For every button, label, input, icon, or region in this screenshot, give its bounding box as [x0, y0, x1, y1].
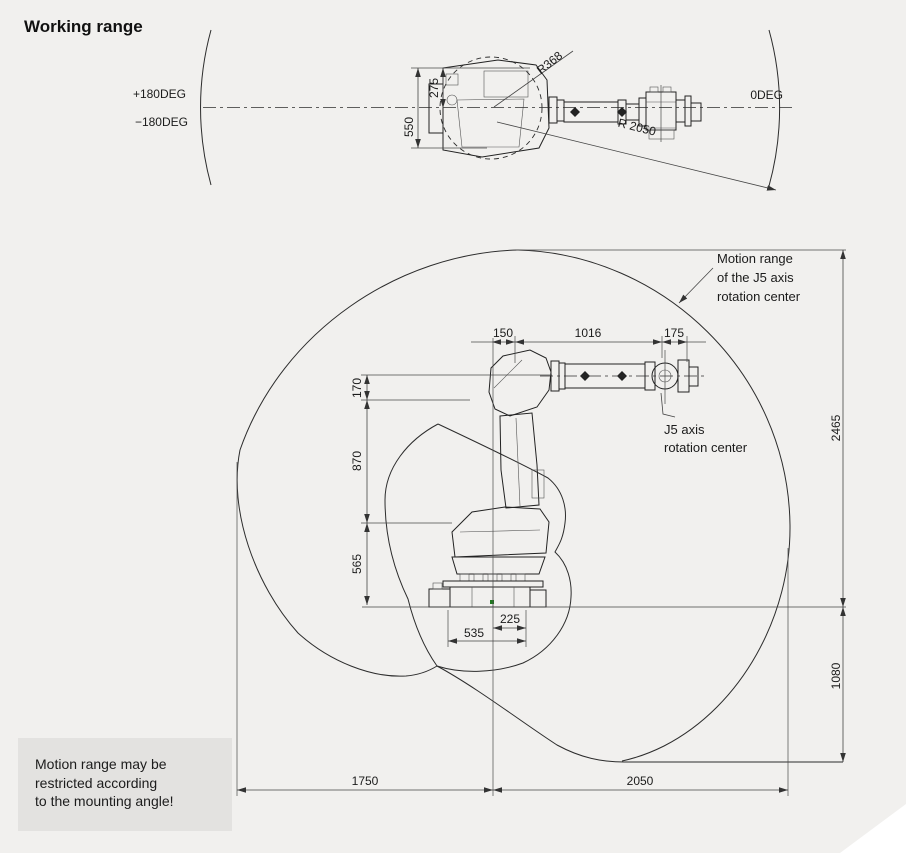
motion-range-label-line2: of the J5 axis	[717, 270, 794, 285]
dim-870-label: 870	[350, 451, 364, 471]
label-0deg: 0DEG	[750, 88, 783, 102]
dim-170-label: 170	[350, 378, 364, 398]
motion-range-leader-line	[678, 267, 714, 304]
dim-150-label: 150	[493, 326, 513, 340]
page-corner-cut	[840, 804, 906, 853]
dim-275-label: 275	[427, 78, 441, 98]
j5-label-line1: J5 axis	[664, 422, 705, 437]
base-center-marker	[490, 600, 494, 604]
r2050-leader-line	[496, 121, 777, 191]
page-title: Working range	[24, 17, 143, 36]
r368-label: R368	[534, 48, 565, 77]
mounting-note-box: Motion range may be restricted according…	[18, 738, 232, 831]
dim-535-label: 535	[464, 626, 484, 640]
dim-1750-label: 1750	[352, 774, 379, 788]
note-line-3: to the mounting angle!	[35, 793, 174, 809]
r368-swing-circle	[439, 56, 543, 160]
label-plus-180deg: +180DEG	[133, 87, 186, 101]
j5-label-line2: rotation center	[664, 440, 748, 455]
note-line-2: restricted according	[35, 774, 158, 791]
label-minus-180deg: −180DEG	[135, 115, 188, 129]
dim-175-label: 175	[664, 326, 684, 340]
side-view-drawing: 150 1016 175 170 870 565 2465 1080 225 5…	[236, 249, 846, 796]
r368-leader-line	[493, 50, 574, 108]
dim-2050-label: 2050	[627, 774, 654, 788]
motion-range-envelope	[236, 249, 843, 763]
dim-2465-label: 2465	[829, 414, 843, 441]
top-view-drawing: R368 R 2050 550 275 +180DEG −180DEG 0DEG	[133, 29, 793, 191]
motion-range-label-line3: rotation center	[717, 289, 801, 304]
dim-1080-label: 1080	[829, 662, 843, 689]
dim-550-label: 550	[402, 117, 416, 137]
top-view-right-range-arc	[768, 29, 781, 187]
dim-225-label: 225	[500, 612, 520, 626]
note-line-1: Motion range may be	[35, 756, 167, 772]
top-view-left-range-arc	[200, 29, 212, 186]
robot-top-view	[428, 59, 702, 158]
robot-side-view	[428, 349, 699, 608]
motion-range-label-line1: Motion range	[717, 251, 793, 266]
r2050-label: R 2050	[616, 116, 657, 139]
dim-1016-label: 1016	[575, 326, 602, 340]
dim-565-label: 565	[350, 554, 364, 574]
j5-leader-line	[660, 392, 676, 418]
